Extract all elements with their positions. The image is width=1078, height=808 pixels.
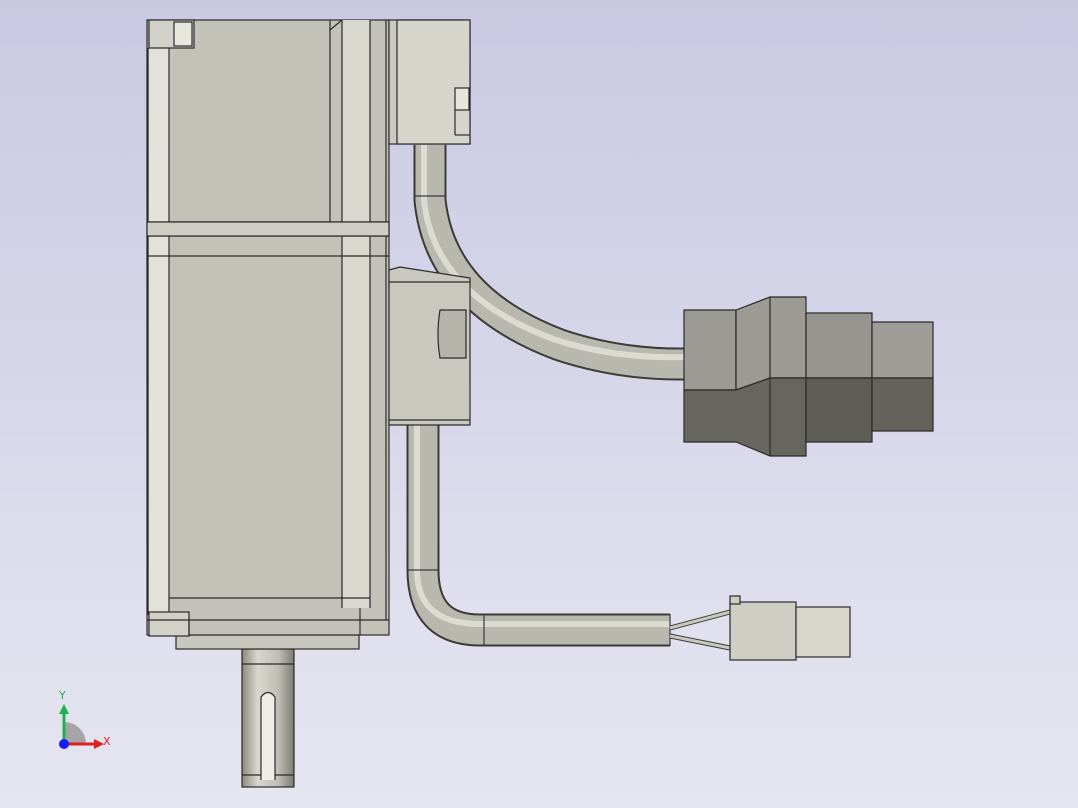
encoder-connector-housing[interactable] bbox=[388, 19, 471, 145]
axis-y-label: Y bbox=[59, 689, 66, 702]
motor-flange bbox=[175, 634, 360, 650]
motor-body[interactable] bbox=[146, 19, 390, 637]
power-connector-housing[interactable] bbox=[388, 266, 471, 426]
encoder-cable[interactable] bbox=[413, 145, 687, 381]
power-cable[interactable] bbox=[406, 425, 731, 651]
axis-triad bbox=[59, 704, 104, 749]
power-connector-plug[interactable] bbox=[729, 595, 851, 661]
axis-x-label: X bbox=[103, 735, 111, 748]
motor-shaft[interactable] bbox=[241, 648, 295, 788]
encoder-connector-plug[interactable] bbox=[683, 296, 934, 457]
